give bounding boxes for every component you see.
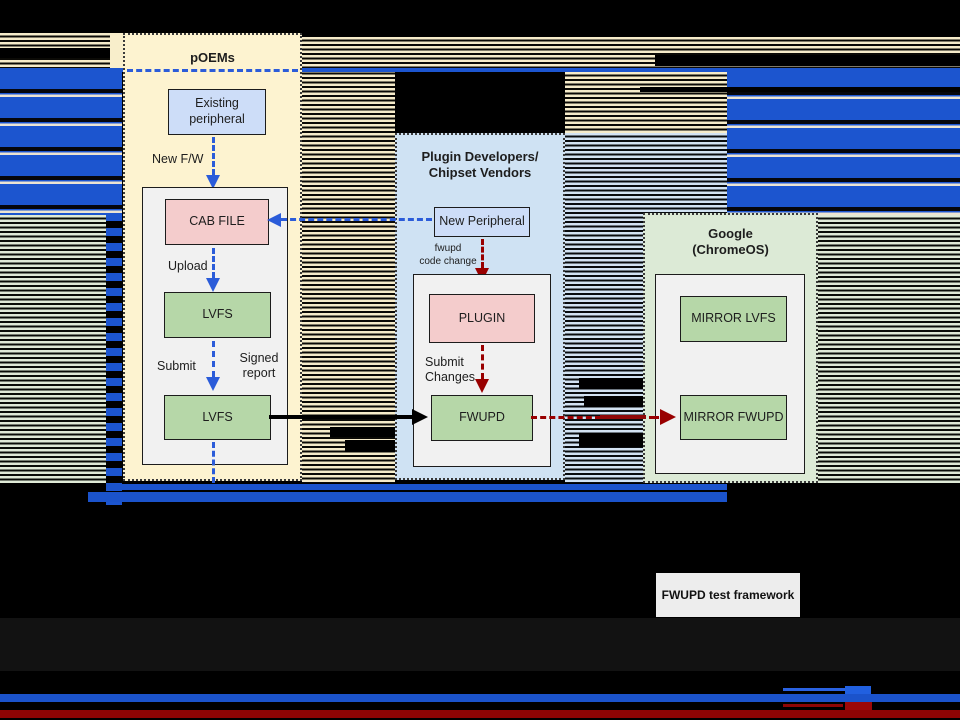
- glitch-blue-band-lower: [88, 492, 727, 502]
- redaction-bar: [579, 378, 643, 389]
- box-lvfs-lower: LVFS: [164, 395, 271, 440]
- redaction-bar: [579, 433, 643, 447]
- box-plugin: PLUGIN: [429, 294, 535, 343]
- redaction-bar: [0, 48, 110, 58]
- arrow-fwupd-to-mirror-solid: [600, 415, 646, 419]
- arrowhead-down-icon: [206, 377, 220, 391]
- redaction-bar: [584, 396, 643, 407]
- glitch-stripes-tan-mid: [565, 72, 727, 133]
- arrowhead-right-icon: [412, 409, 428, 425]
- bottom-blue-bar: [0, 694, 960, 702]
- panel-plugin-title: Plugin Developers/ Chipset Vendors: [421, 149, 539, 180]
- label-fwupd-code-change: fwupd code change: [419, 243, 477, 267]
- redaction-bar: [330, 427, 395, 437]
- glitch-blue-region-left: [0, 68, 122, 215]
- label-signed-report: Signed report: [239, 351, 279, 380]
- blue-dashed-line-top: [127, 69, 298, 72]
- glitch-stripes-lightblue-top: [643, 133, 727, 215]
- box-fwupd-test-framework: FWUPD test framework: [656, 573, 800, 617]
- glitch-stripes-lightblue-column: [565, 133, 643, 483]
- arrowhead-down-icon: [206, 278, 220, 292]
- box-mirror-lvfs: MIRROR LVFS: [680, 296, 787, 342]
- dark-band: [0, 618, 960, 671]
- glitch-cream-sliver: [110, 33, 123, 68]
- arrowhead-down-icon: [475, 379, 489, 393]
- label-submit-changes: Submit Changes: [425, 355, 476, 384]
- glitch-blue-segment: [783, 688, 845, 691]
- box-mirror-fwupd: MIRROR FWUPD: [680, 395, 787, 440]
- arrow-existing-to-cab: [212, 137, 215, 175]
- arrowhead-right-icon: [660, 409, 676, 425]
- panel-google-title: Google (ChromeOS): [692, 226, 769, 257]
- glitch-blue-line: [0, 68, 960, 72]
- arrow-cab-to-lvfs: [212, 248, 215, 278]
- panel-google: Google (ChromeOS) MIRROR LVFS MIRROR FWU…: [643, 213, 818, 483]
- label-new-fw: New F/W: [152, 152, 204, 166]
- arrowhead-down-icon: [206, 175, 220, 189]
- arrow-newperipheral-to-plugin: [481, 239, 484, 268]
- glitch-stripes-green-right: [818, 215, 960, 483]
- arrow-lvfs-exit: [212, 442, 215, 483]
- arrow-fwupd-to-mirror: [531, 416, 601, 419]
- box-lvfs-upper: LVFS: [164, 292, 271, 338]
- box-cab-file: CAB FILE: [165, 199, 269, 245]
- arrow-lvfs-to-lvfs: [212, 341, 215, 377]
- arrow-plugin-to-fwupd: [481, 345, 484, 379]
- panel-plugin-developers: Plugin Developers/ Chipset Vendors New P…: [395, 133, 565, 480]
- box-existing-peripheral: Existing peripheral: [168, 89, 266, 135]
- panel-poems: pOEMs Existing peripheral New F/W CAB FI…: [123, 33, 302, 483]
- glitch-blue-region-right: [727, 70, 960, 215]
- arrow-fwupd-to-mirror-dash: [649, 416, 659, 419]
- panel-poems-title: pOEMs: [190, 50, 235, 65]
- arrow-newperipheral-to-cab: [281, 218, 432, 221]
- redaction-bar: [345, 440, 395, 452]
- glitch-stripes-tan-column: [302, 70, 395, 483]
- arrowhead-left-icon: [267, 213, 281, 227]
- label-upload: Upload: [168, 259, 208, 273]
- glitch-stripes-green-left: [0, 215, 106, 483]
- box-new-peripheral: New Peripheral: [434, 207, 530, 237]
- bottom-red-bar: [0, 710, 960, 718]
- redaction-bar: [640, 87, 960, 92]
- redaction-bar: [655, 55, 960, 66]
- label-submit: Submit: [157, 359, 196, 373]
- arrow-lvfs-to-fwupd: [269, 415, 413, 419]
- glitch-red-segment: [783, 704, 843, 707]
- box-fwupd: FWUPD: [431, 395, 533, 441]
- glitch-blue-dashed-column: [106, 213, 122, 505]
- glitch-blue-band-upper: [106, 484, 727, 490]
